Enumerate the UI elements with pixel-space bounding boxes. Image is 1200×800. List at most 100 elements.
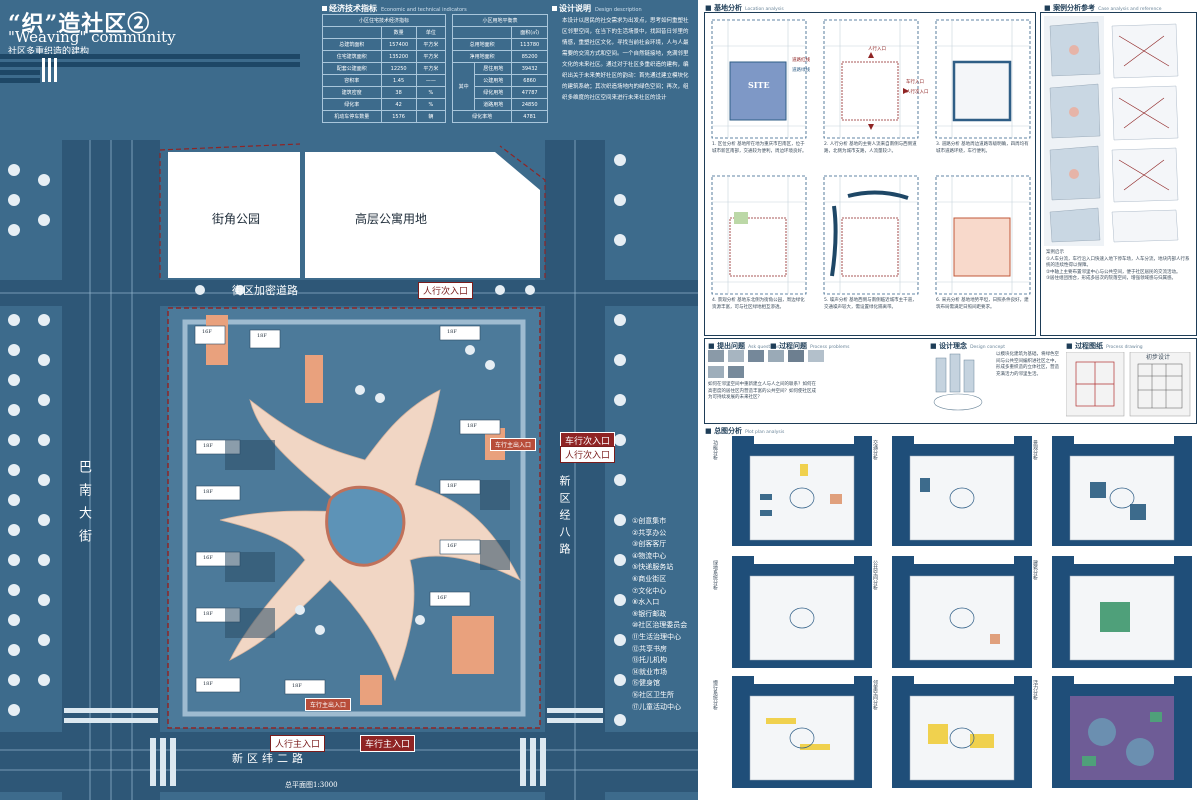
- master-label: 景观分析: [1032, 440, 1038, 460]
- ped-secondary-entry-right: 人行次入口: [560, 446, 616, 463]
- top-road-label: 街区加密道路: [232, 284, 298, 297]
- economic-col: [322, 26, 382, 39]
- landuse-cell: 113780: [511, 38, 548, 51]
- master-label: 慢行系统分析: [712, 680, 718, 710]
- site-header-en: Location analysis: [745, 7, 784, 12]
- bottom-road-label: 新区纬二路: [232, 752, 307, 765]
- economic-cell: %: [415, 98, 447, 111]
- legend-item: ⑫共享书房: [632, 644, 667, 653]
- board-title-english: "Weaving" community: [8, 28, 176, 46]
- process-problems-text: 过程问题: [779, 342, 808, 350]
- cases-caption: 案例启示 ①人车分流，车行沿入口快速入地下停车场，人车分流，地块内部人行系统的连…: [1046, 250, 1190, 281]
- process-problems-en: Process problems: [810, 345, 850, 350]
- landuse-table-title: 小区用地平衡表: [452, 14, 548, 27]
- economic-cell: 平方米: [415, 38, 447, 51]
- landuse-cell: 6860: [511, 74, 548, 87]
- master-label: 建筑分析: [1032, 560, 1038, 580]
- concept-header-en: Design concept: [970, 345, 1005, 350]
- building-floors: 18F: [203, 611, 213, 617]
- ped-main-entry: 人行主入口: [270, 735, 326, 752]
- site-panel-caption: 5. 噪声分析 基地西侧与南侧临近城市主干道，交通噪声较大，需设置绿化隔离带。: [824, 298, 917, 310]
- road-red-line-label: 道路红线: [792, 58, 810, 63]
- site-panel-caption: 4. 景观分析 基地东北侧为街角公园，周边绿化资源丰富，可与社区绿地相互渗透。: [712, 298, 805, 310]
- highrise-label: 高层公寓用地: [355, 212, 428, 226]
- problems-text: 如何在邻里空间中重新建立人与人之间的联系？如何在高密度的居住区内营造丰富的公共空…: [708, 382, 816, 400]
- building-floors: 16F: [437, 595, 447, 601]
- board-subtitle: 社区多重织造的建构: [8, 47, 90, 57]
- legend-item: ⑧水入口: [632, 598, 660, 607]
- plan-legend: ①创意集市 ②共享办公 ③创客客厅 ④物流中心 ⑤快递服务站 ⑥商业街区 ⑦文化…: [632, 516, 687, 713]
- economic-cell: 平方米: [415, 50, 447, 63]
- master-header-text: 总图分析: [714, 427, 743, 435]
- design-header-text: 设计说明: [559, 4, 591, 13]
- car-entry-label: 车行入口: [906, 80, 924, 85]
- economic-cell: 住宅建筑面积: [322, 50, 382, 63]
- problems-header-en: Ask questions: [748, 345, 780, 350]
- concept-header-text: 设计理念: [939, 342, 968, 350]
- legend-item: ⑤快递服务站: [632, 563, 674, 572]
- side-entry-label: 人行次入口: [906, 90, 929, 95]
- legend-item: ③创客客厅: [632, 540, 667, 549]
- economic-cell: 建筑密度: [322, 86, 382, 99]
- landuse-cell: 绿化用地: [474, 86, 513, 99]
- economic-header-text: 经济技术指标: [329, 4, 377, 13]
- economic-cell: 12250: [380, 62, 417, 75]
- landuse-cell: 24850: [511, 98, 548, 111]
- legend-item: ⑦文化中心: [632, 586, 667, 595]
- landuse-cell: 绿化率地: [451, 110, 513, 123]
- master-header-en: Plot plan analysis: [745, 430, 785, 435]
- landuse-cell: 道路用地: [474, 98, 513, 111]
- landuse-cell: 85200: [511, 50, 548, 63]
- building-floors: 16F: [447, 543, 457, 549]
- site-analysis-diagrams: [711, 19, 1031, 295]
- design-header-en: Design description: [595, 7, 642, 13]
- economic-cell: 42: [380, 98, 417, 111]
- building-floors: 18F: [257, 333, 267, 339]
- building-floors: 16F: [202, 329, 212, 335]
- master-label: 活力分析: [1032, 680, 1038, 700]
- site-panel-caption: 6. 采光分析 基地地势平坦，日照条件良好，建筑布局需满足日照间距要求。: [936, 298, 1029, 310]
- economic-col: 数量: [380, 26, 417, 39]
- landuse-cell: 居住用地: [474, 62, 513, 75]
- cases-header-en: Case analysis and reference: [1098, 7, 1162, 12]
- economic-cell: 辆: [415, 110, 447, 123]
- economic-cell: 1576: [380, 110, 417, 123]
- economic-cell: %: [415, 86, 447, 99]
- site-header-text: 基地分析: [714, 4, 743, 12]
- title-decor-bars: [0, 54, 300, 83]
- building-floors: 18F: [447, 483, 457, 489]
- legend-item: ⑭就业市场: [632, 667, 667, 676]
- park-label: 街角公园: [212, 212, 261, 226]
- economic-cell: 38: [380, 86, 417, 99]
- road-green-line-label: 道路绿线: [792, 68, 810, 73]
- building-floors: 18F: [292, 683, 302, 689]
- economic-cell: 配套公建面积: [322, 62, 382, 75]
- legend-item: ⑯社区卫生所: [632, 690, 674, 699]
- site-panel-caption: 2. 人行分析 基地的主要人流来自南侧与西侧道路，北侧为城市支路，人流量较少。: [824, 142, 917, 154]
- landuse-cell: 39432: [511, 62, 548, 75]
- landuse-cell: 公建用地: [474, 74, 513, 87]
- ped-entry-label: 人行入口: [868, 47, 886, 52]
- problem-images: [708, 350, 824, 378]
- landuse-cell: 净用地面积: [451, 50, 513, 63]
- landuse-cell: 总用地面积: [451, 38, 513, 51]
- board-title: “织”造社区②: [8, 11, 151, 37]
- concept-diagram: [933, 353, 983, 411]
- legend-item: ⑪生活治理中心: [632, 632, 681, 641]
- economic-cell: 1.45: [380, 74, 417, 87]
- economic-cell: 容积率: [322, 74, 382, 87]
- economic-table-title: 小区住宅技术经济指标: [322, 14, 446, 27]
- economic-cell: ——: [415, 74, 447, 87]
- case-study-images: [1044, 16, 1179, 246]
- site-panel-caption: 1. 区位分析 基地所在地为重庆市巴南区，位于城市新区南部，交通较为便利，周边环…: [712, 142, 807, 154]
- inner-car-entry: 车行主出入口: [305, 698, 352, 711]
- building-floors: 18F: [203, 681, 213, 687]
- sketch-header-en: Process drawing: [1106, 345, 1143, 350]
- economic-cell: 平方米: [415, 62, 447, 75]
